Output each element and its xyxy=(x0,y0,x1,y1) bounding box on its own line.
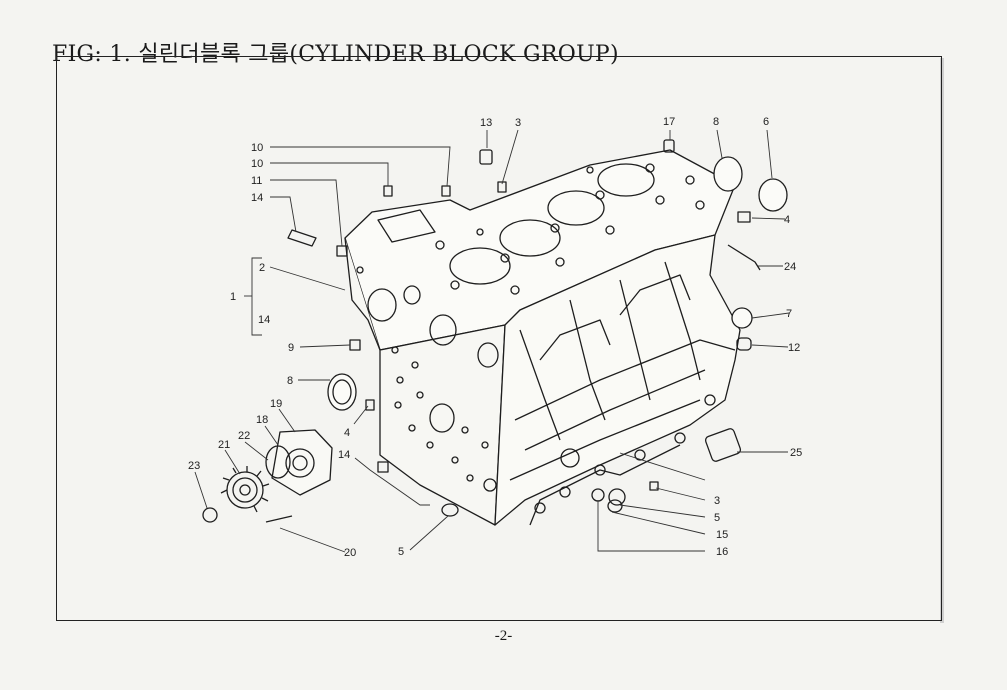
callout-8: 8 xyxy=(287,375,293,387)
callout-20: 20 xyxy=(344,547,356,559)
callout-14: 14 xyxy=(338,449,350,461)
callout-19: 19 xyxy=(270,398,282,410)
callout-5: 5 xyxy=(714,512,720,524)
callout-25: 25 xyxy=(790,447,802,459)
callout-10: 10 xyxy=(251,142,263,154)
callout-21: 21 xyxy=(218,439,230,451)
callout-23: 23 xyxy=(188,460,200,472)
callout-1: 1 xyxy=(230,291,236,303)
callout-4: 4 xyxy=(784,214,790,226)
frame-shadow xyxy=(940,58,944,623)
callout-5: 5 xyxy=(398,546,404,558)
callout-12: 12 xyxy=(788,342,800,354)
callout-6: 6 xyxy=(763,116,769,128)
page-title: FIG: 1. 실린더블록 그룹(CYLINDER BLOCK GROUP) xyxy=(52,42,619,67)
callout-16: 16 xyxy=(716,546,728,558)
callout-2: 2 xyxy=(259,262,265,274)
external-parts xyxy=(202,139,788,523)
callout-3: 3 xyxy=(714,495,720,507)
callout-7: 7 xyxy=(786,308,792,320)
callout-4: 4 xyxy=(344,427,350,439)
callout-9: 9 xyxy=(288,342,294,354)
block-side xyxy=(494,234,741,526)
page-number: -2- xyxy=(494,628,513,644)
callout-8: 8 xyxy=(713,116,719,128)
callout-11: 11 xyxy=(251,175,262,187)
callout-24: 24 xyxy=(784,261,796,273)
callout-14: 14 xyxy=(258,314,270,326)
callout-22: 22 xyxy=(238,430,250,442)
callout-18: 18 xyxy=(256,414,268,426)
callout-3: 3 xyxy=(515,117,521,129)
callout-15: 15 xyxy=(716,529,728,541)
diagram-frame xyxy=(56,56,942,621)
callout-13: 13 xyxy=(480,117,492,129)
callout-10: 10 xyxy=(251,158,263,170)
callout-14: 14 xyxy=(251,192,263,204)
callout-17: 17 xyxy=(663,116,675,128)
